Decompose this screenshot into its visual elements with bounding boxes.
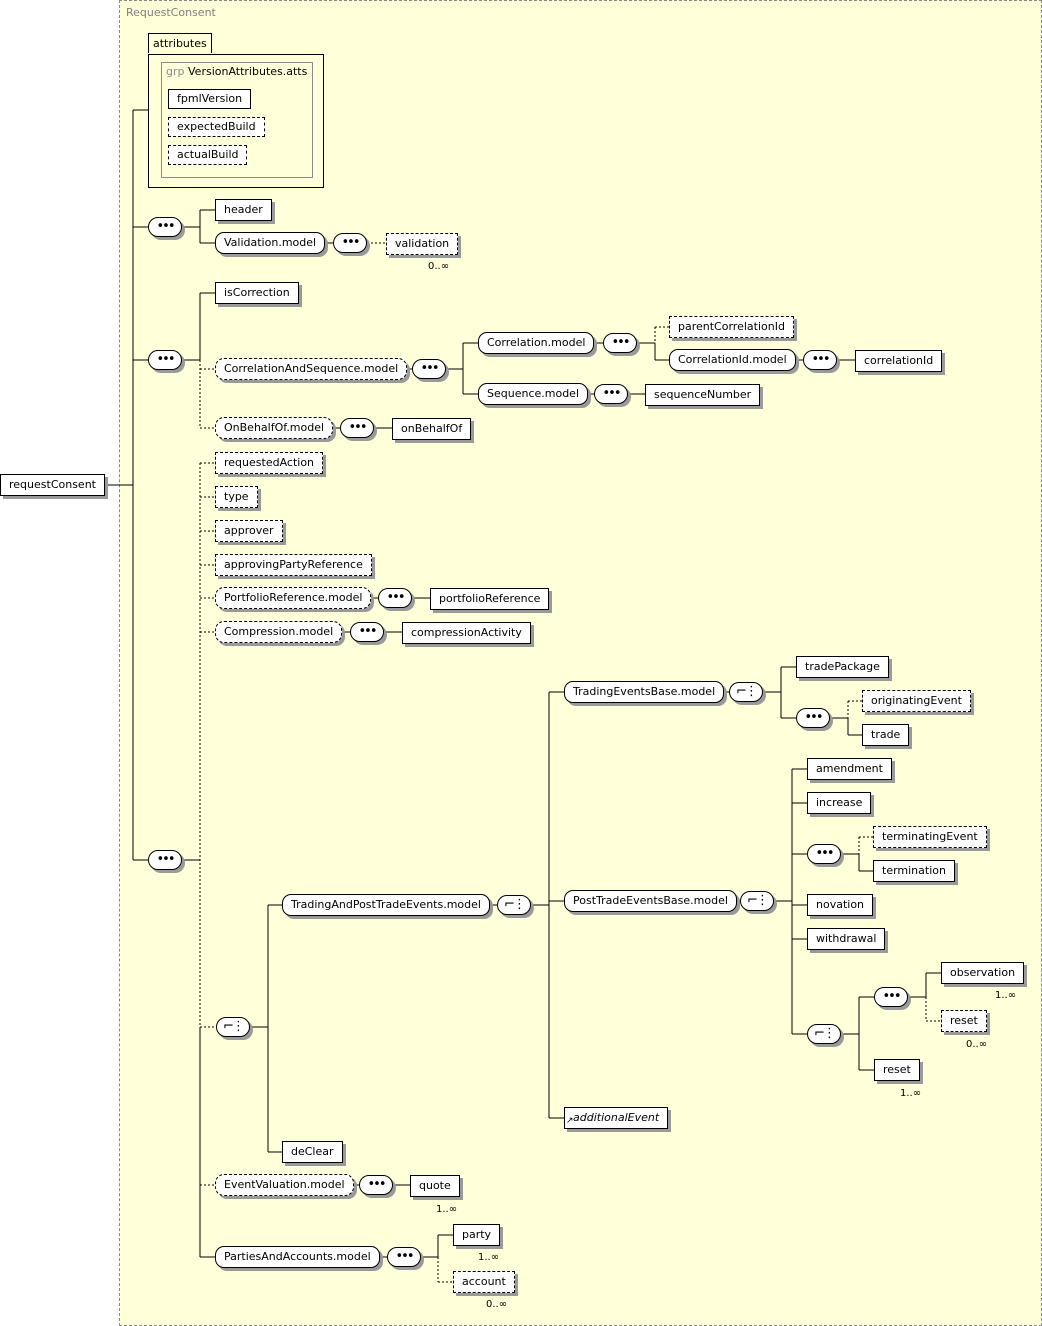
element-amendment[interactable]: amendment bbox=[807, 758, 892, 780]
element-parent-correlation-id[interactable]: parentCorrelationId bbox=[669, 316, 794, 338]
group-event-valuation-model[interactable]: EventValuation.model bbox=[215, 1174, 354, 1196]
element-reset-optional[interactable]: reset bbox=[941, 1010, 990, 1035]
complex-type-title: RequestConsent bbox=[126, 6, 216, 19]
sequence-compositor-validation: ••• bbox=[333, 233, 367, 253]
element-requested-action[interactable]: requestedAction bbox=[215, 452, 324, 474]
element-originating-event[interactable]: originatingEvent bbox=[862, 690, 971, 712]
element-quote[interactable]: quote bbox=[410, 1175, 463, 1200]
group-portfolio-reference-model[interactable]: PortfolioReference.model bbox=[215, 587, 372, 609]
group-compression-model[interactable]: Compression.model bbox=[215, 621, 343, 643]
element-increase[interactable]: increase bbox=[807, 792, 872, 814]
element-additional-event-label: additionalEvent bbox=[573, 1111, 660, 1124]
element-is-correction[interactable]: isCorrection bbox=[215, 282, 299, 304]
element-header[interactable]: header bbox=[215, 199, 272, 221]
sequence-compositor-on-behalf-of: ••• bbox=[340, 418, 374, 438]
element-terminating-event[interactable]: terminatingEvent bbox=[873, 826, 987, 848]
element-withdrawal[interactable]: withdrawal bbox=[807, 928, 886, 950]
element-portfolio-reference[interactable]: portfolioReference bbox=[430, 588, 550, 610]
choice-compositor-events: ⌐⋮ bbox=[216, 1017, 250, 1037]
group-trading-and-post-trade-events-model[interactable]: TradingAndPostTradeEvents.model bbox=[282, 894, 490, 916]
element-observation[interactable]: observation bbox=[941, 962, 1028, 987]
attribute-actual-build[interactable]: actualBuild bbox=[168, 145, 248, 165]
element-trade[interactable]: trade bbox=[862, 724, 910, 746]
choice-compositor-observation-reset: ⌐⋮ bbox=[807, 1024, 841, 1044]
sequence-compositor-correlation-and-sequence: ••• bbox=[412, 359, 446, 379]
sequence-compositor-parties-and-accounts: ••• bbox=[387, 1247, 421, 1267]
attribute-expected-build[interactable]: expectedBuild bbox=[168, 117, 265, 137]
cardinality-quote: 1..∞ bbox=[436, 1204, 458, 1215]
sequence-compositor-correlation: ••• bbox=[603, 333, 637, 353]
sequence-compositor-originating-event: ••• bbox=[796, 708, 830, 728]
group-correlation-id-model[interactable]: CorrelationId.model bbox=[669, 349, 796, 371]
sequence-compositor-portfolio-reference: ••• bbox=[378, 588, 412, 608]
element-trade-package[interactable]: tradePackage bbox=[796, 656, 889, 678]
element-termination[interactable]: termination bbox=[873, 860, 955, 882]
cardinality-party: 1..∞ bbox=[478, 1252, 500, 1263]
cardinality-reset-optional: 0..∞ bbox=[966, 1039, 988, 1050]
sequence-compositor-compression: ••• bbox=[350, 622, 384, 642]
sequence-compositor-3: ••• bbox=[148, 850, 182, 870]
choice-compositor-trading-and-post-trade: ⌐⋮ bbox=[497, 895, 531, 915]
reference-arrow-icon: ↗ bbox=[566, 1116, 574, 1126]
sequence-compositor-sequence: ••• bbox=[594, 384, 628, 404]
root-element-request-consent[interactable]: requestConsent bbox=[0, 474, 105, 496]
element-party[interactable]: party bbox=[453, 1224, 504, 1249]
group-validation-model[interactable]: Validation.model bbox=[215, 232, 326, 254]
element-approver[interactable]: approver bbox=[215, 520, 283, 542]
cardinality-validation: 0..∞ bbox=[428, 261, 450, 272]
element-compression-activity[interactable]: compressionActivity bbox=[402, 622, 531, 644]
group-trading-events-base-model[interactable]: TradingEventsBase.model bbox=[564, 681, 725, 703]
group-correlation-and-sequence-model[interactable]: CorrelationAndSequence.model bbox=[215, 358, 408, 380]
element-reset[interactable]: reset bbox=[874, 1059, 923, 1084]
element-approving-party-reference[interactable]: approvingPartyReference bbox=[215, 554, 372, 576]
cardinality-observation: 1..∞ bbox=[995, 990, 1017, 1001]
choice-compositor-trading-events-base: ⌐⋮ bbox=[729, 682, 763, 702]
sequence-compositor-2: ••• bbox=[148, 350, 182, 370]
cardinality-reset: 1..∞ bbox=[900, 1088, 922, 1099]
group-keyword: grp bbox=[166, 65, 185, 78]
element-novation[interactable]: novation bbox=[807, 894, 874, 916]
element-correlation-id[interactable]: correlationId bbox=[855, 350, 943, 372]
element-sequence-number[interactable]: sequenceNumber bbox=[645, 384, 761, 406]
sequence-compositor-event-valuation: ••• bbox=[359, 1175, 393, 1195]
group-name: VersionAttributes.atts bbox=[188, 65, 308, 78]
sequence-compositor-terminating-event: ••• bbox=[807, 844, 841, 864]
group-on-behalf-of-model[interactable]: OnBehalfOf.model bbox=[215, 417, 334, 439]
group-parties-and-accounts-model[interactable]: PartiesAndAccounts.model bbox=[215, 1246, 380, 1268]
attribute-group-title: grp VersionAttributes.atts bbox=[166, 65, 307, 78]
element-on-behalf-of[interactable]: onBehalfOf bbox=[392, 418, 472, 440]
element-additional-event[interactable]: ↗ additionalEvent bbox=[564, 1107, 669, 1129]
group-sequence-model[interactable]: Sequence.model bbox=[478, 383, 589, 405]
sequence-compositor-correlation-id: ••• bbox=[803, 350, 837, 370]
element-validation[interactable]: validation bbox=[386, 233, 462, 258]
element-type[interactable]: type bbox=[215, 486, 258, 508]
element-account[interactable]: account bbox=[453, 1271, 518, 1296]
choice-compositor-post-trade-events-base: ⌐⋮ bbox=[740, 891, 774, 911]
attribute-fpml-version[interactable]: fpmlVersion bbox=[168, 89, 252, 109]
cardinality-account: 0..∞ bbox=[486, 1299, 508, 1310]
group-correlation-model[interactable]: Correlation.model bbox=[478, 332, 595, 354]
element-de-clear[interactable]: deClear bbox=[282, 1141, 343, 1163]
group-post-trade-events-base-model[interactable]: PostTradeEventsBase.model bbox=[564, 890, 737, 912]
sequence-compositor-1: ••• bbox=[148, 217, 182, 237]
attributes-tab: attributes bbox=[148, 33, 212, 53]
sequence-compositor-observation: ••• bbox=[874, 987, 908, 1007]
